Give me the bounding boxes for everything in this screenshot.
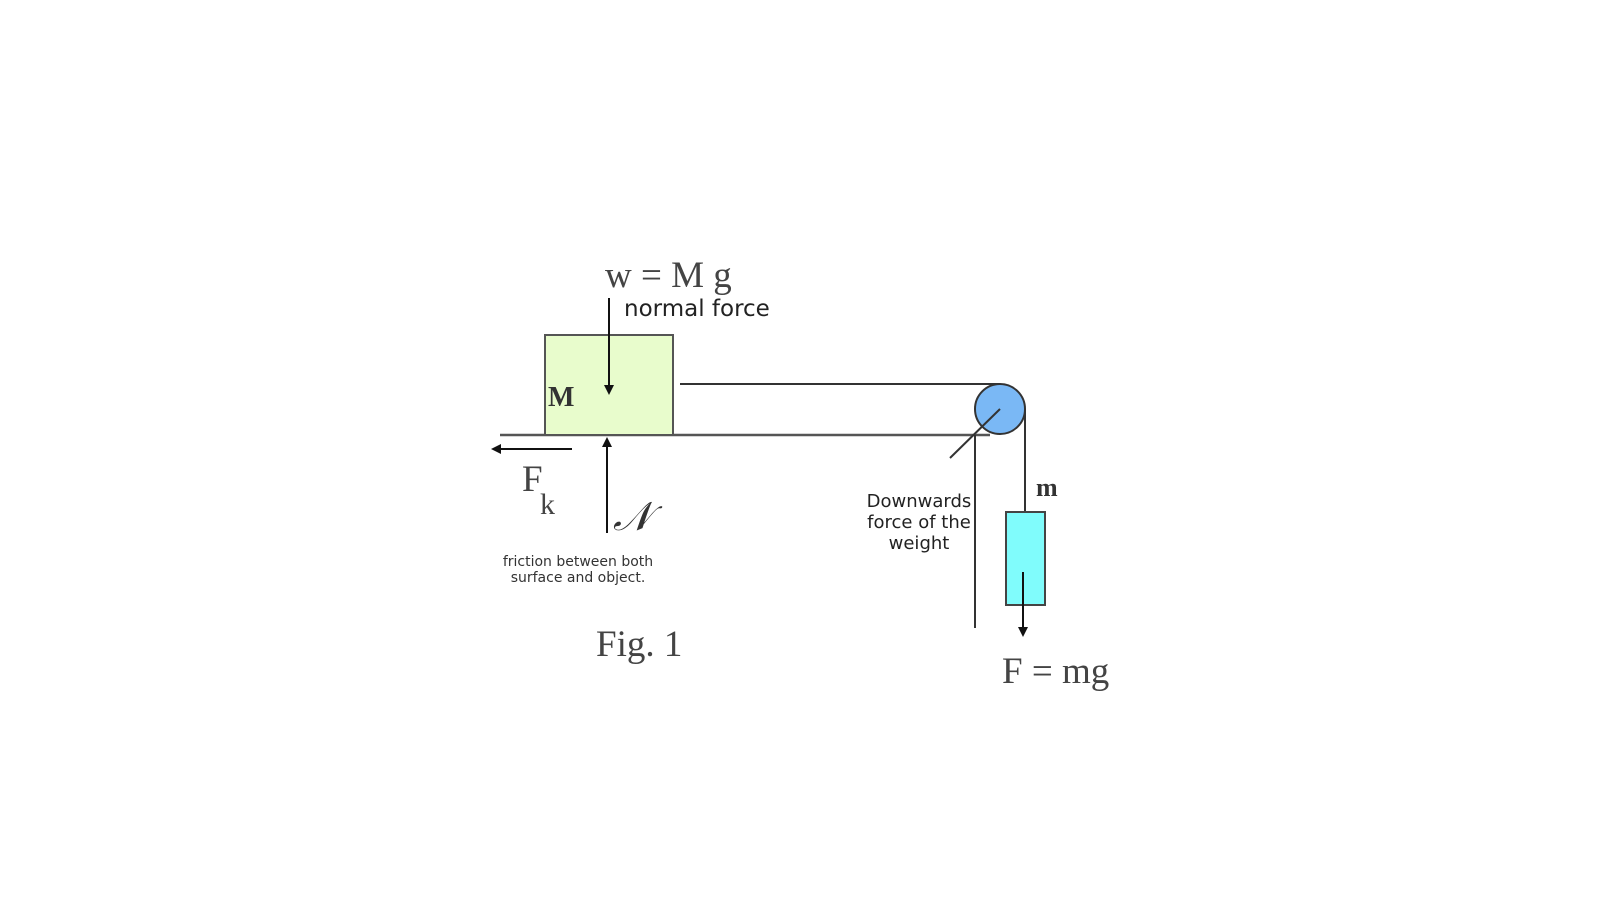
- friction-note-line1: friction between both: [503, 554, 653, 570]
- friction-subscript: k: [540, 488, 555, 521]
- downwards-label-line2: force of the: [867, 512, 971, 533]
- normal-symbol: 𝒩: [613, 494, 663, 539]
- downwards-label-line3: weight: [889, 533, 950, 554]
- figure-caption: Fig. 1: [596, 624, 682, 665]
- pulley-bracket: [949, 408, 1001, 459]
- hanging-mass-label: m: [1036, 473, 1058, 502]
- friction-note-line2: surface and object.: [511, 570, 646, 586]
- block-mass-label: M: [548, 382, 574, 413]
- downwards-label-line1: Downwards: [867, 491, 972, 512]
- friction-symbol: F: [522, 459, 543, 500]
- hanging-mass: [1005, 511, 1046, 606]
- normal-force-label: normal force: [624, 296, 770, 322]
- weight-equation: w = M g: [605, 255, 732, 296]
- hanging-force-equation: F = mg: [1002, 651, 1109, 692]
